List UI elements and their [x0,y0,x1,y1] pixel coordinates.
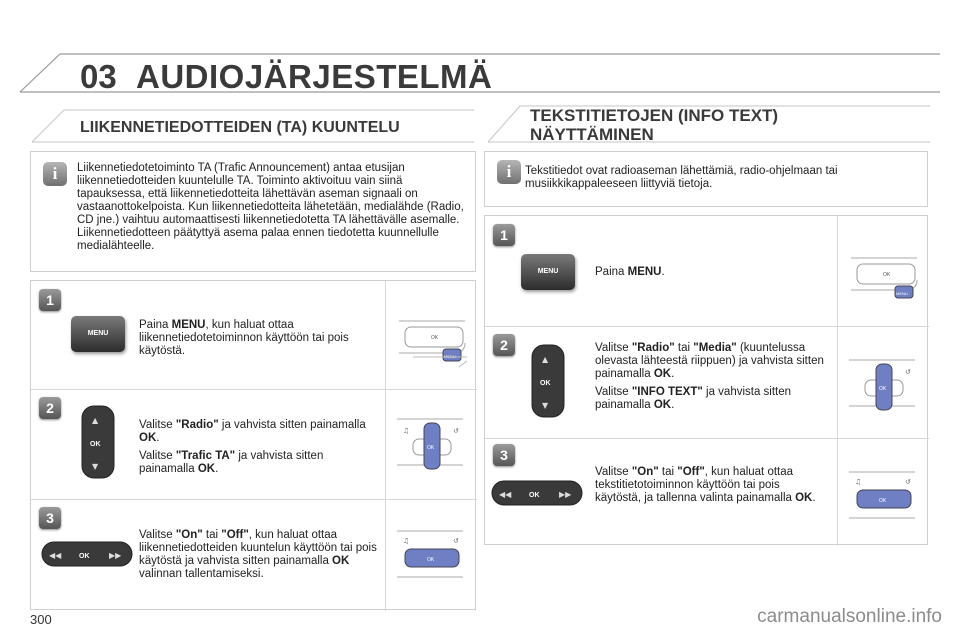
step-1-badge: 1 [493,224,515,246]
svg-text:◀◀: ◀◀ [49,551,62,560]
svg-text:▼: ▼ [92,462,99,471]
left-step-3-text: Valitse "On" tai "Off", kun haluat ottaa… [139,529,377,580]
steering-control-illustration-1: OK MENU [399,320,468,368]
menu-button-illustration: MENU [521,254,575,290]
svg-text:OK: OK [427,445,435,451]
steering-control-illustration-4: OK MENU [851,257,918,299]
step-1-badge: 1 [39,289,61,311]
right-step-3-text: Valitse "On" tai "Off", kun haluat ottaa… [595,466,816,504]
step-divider [31,499,477,500]
column-divider [837,216,838,546]
column-divider [385,281,386,611]
steering-control-illustration-5: OK ↺ [849,359,915,411]
step-divider [485,326,929,327]
step-2-badge: 2 [493,334,515,356]
svg-text:♫: ♫ [403,537,409,545]
svg-text:OK: OK [427,557,435,563]
svg-text:▼: ▼ [542,401,549,410]
info-icon: i [43,162,67,186]
left-step-2-text: Valitse "Radio" ja vahvista sitten paina… [139,419,366,475]
info-icon: i [497,160,521,184]
svg-text:OK: OK [79,553,90,560]
svg-text:OK: OK [529,492,540,499]
right-step-1-text: Paina MENU. [595,266,665,278]
steering-control-illustration-6: OK ♫ ↺ [849,471,915,519]
menu-button-illustration: MENU [71,316,125,352]
svg-text:↺: ↺ [453,427,459,435]
svg-text:▲: ▲ [542,355,549,364]
svg-text:▲: ▲ [92,416,99,425]
page-number: 300 [30,612,52,627]
ok-leftright-button-illustration: ◀◀ OK ▶▶ [41,541,133,567]
svg-text:OK: OK [540,380,551,387]
watermark: carmanualsonline.info [757,606,942,627]
steering-control-illustration-3: OK ♫ ↺ [397,530,463,578]
svg-text:OK: OK [879,498,887,504]
right-info-box: i Tekstitiedot ovat radioaseman lähettäm… [484,151,928,207]
right-step-2-text: Valitse "Radio" tai "Media" (kuuntelussa… [595,342,824,411]
svg-text:OK: OK [879,386,887,392]
svg-text:↺: ↺ [905,368,911,376]
steering-control-illustration-2: OK ♫ ↺ [397,418,463,470]
chapter-title: AUDIOJÄRJESTELMÄ [136,58,493,95]
step-divider [31,389,477,390]
left-steps-box: 1 MENU Paina MENU, kun haluat ottaa liik… [30,280,477,611]
svg-text:♫: ♫ [403,427,409,435]
ok-leftright-button-illustration: ◀◀ OK ▶▶ [491,480,583,506]
svg-text:▶▶: ▶▶ [559,490,572,499]
svg-text:OK: OK [90,441,101,448]
svg-text:OK: OK [883,272,891,278]
left-step-1-text: Paina MENU, kun haluat ottaa liikennetie… [139,319,349,357]
left-info-box: i Liikennetiedotetoiminto TA (Trafic Ann… [30,151,476,272]
left-info-text: Liikennetiedotetoiminto TA (Trafic Annou… [77,162,464,252]
left-section-heading: LIIKENNETIEDOTTEIDEN (TA) KUUNTELU [80,119,400,136]
svg-text:♫: ♫ [855,478,861,486]
ok-updown-button-illustration: ▲ OK ▼ [531,344,565,418]
right-section-heading: TEKSTITIETOJEN (INFO TEXT) NÄYTTÄMINEN [530,106,779,144]
step-divider [485,438,929,439]
svg-text:↺: ↺ [905,478,911,486]
ok-updown-button-illustration: ▲ OK ▼ [81,405,115,479]
right-steps-box: 1 MENU Paina MENU. OK MENU 2 ▲ OK ▼ Vali… [484,215,929,546]
svg-text:▶▶: ▶▶ [109,551,122,560]
svg-text:◀◀: ◀◀ [499,490,512,499]
step-3-badge: 3 [493,444,515,466]
step-2-badge: 2 [39,397,61,419]
right-info-text: Tekstitiedot ovat radioaseman lähettämiä… [525,165,838,190]
svg-text:↺: ↺ [453,537,459,545]
chapter-header-frame [19,53,940,93]
left-heading-frame [31,109,474,143]
chapter-number: 03 [80,58,117,95]
svg-text:OK: OK [431,335,439,341]
step-3-badge: 3 [39,507,61,529]
svg-text:MENU: MENU [896,291,908,296]
right-heading-frame [487,105,930,143]
